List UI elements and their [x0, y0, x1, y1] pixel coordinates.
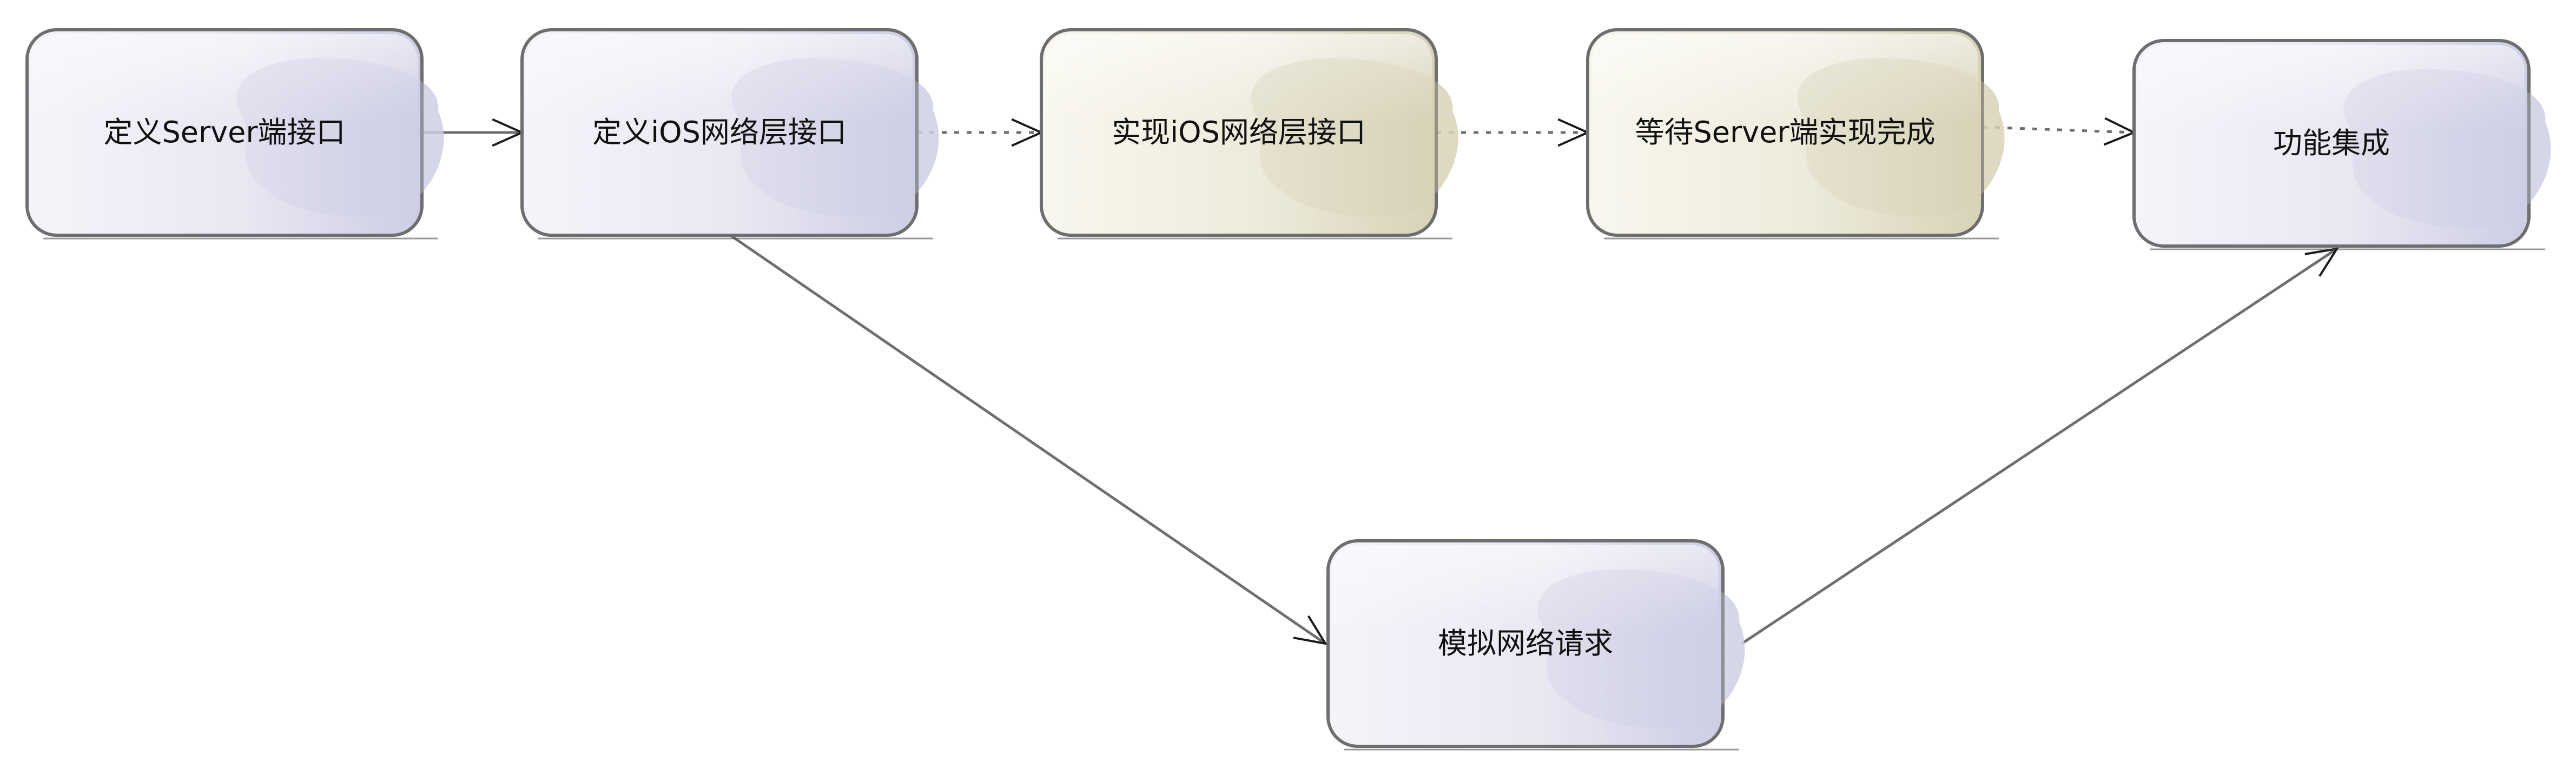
edge-line	[729, 234, 1326, 645]
node-highlight	[1332, 545, 1719, 742]
edge-line	[1741, 247, 2338, 645]
edge-mock-network-requests-to-feature-integration	[1741, 247, 2340, 645]
node-bulge-overlay	[731, 58, 939, 217]
node-define-server-api[interactable]: 定义Server端接口	[25, 28, 444, 240]
edge-line	[1982, 125, 2135, 134]
node-label: 模拟网络请求	[1438, 626, 1613, 660]
node-label: 实现iOS网络层接口	[1112, 115, 1366, 149]
nodes-layer: 定义Server端接口 定义iOS网络层接口 实现iOS网络层接口 等待Server端…	[25, 28, 2551, 751]
node-bulge-overlay	[2343, 69, 2551, 228]
node-bulge-overlay	[1251, 58, 1458, 217]
node-highlight	[1592, 34, 1978, 231]
node-bulge-overlay	[1797, 58, 2005, 217]
node-wait-server-impl[interactable]: 等待Server端实现完成	[1586, 28, 2005, 240]
edge-implement-ios-network-to-wait-server-impl	[1436, 118, 1590, 147]
node-define-ios-network-api[interactable]: 定义iOS网络层接口	[520, 28, 939, 240]
edge-define-ios-network-api-to-mock-network-requests	[729, 234, 1328, 645]
node-bulge-overlay	[236, 58, 444, 217]
node-highlight	[526, 34, 913, 231]
node-bulge-overlay	[1537, 569, 1745, 728]
edge-wait-server-impl-to-feature-integration	[1982, 117, 2137, 146]
node-label: 等待Server端实现完成	[1635, 115, 1935, 149]
arrowhead	[1293, 615, 1328, 645]
node-highlight	[2138, 45, 2525, 242]
node-highlight	[31, 34, 418, 231]
node-feature-integration[interactable]: 功能集成	[2132, 39, 2551, 250]
node-highlight	[1046, 34, 1432, 231]
arrowhead	[1011, 118, 1044, 147]
node-label: 定义Server端接口	[103, 115, 345, 149]
node-mock-network-requests[interactable]: 模拟网络请求	[1326, 539, 1745, 751]
node-implement-ios-network[interactable]: 实现iOS网络层接口	[1040, 28, 1458, 240]
node-label: 功能集成	[2273, 126, 2390, 160]
node-label: 定义iOS网络层接口	[592, 115, 847, 149]
